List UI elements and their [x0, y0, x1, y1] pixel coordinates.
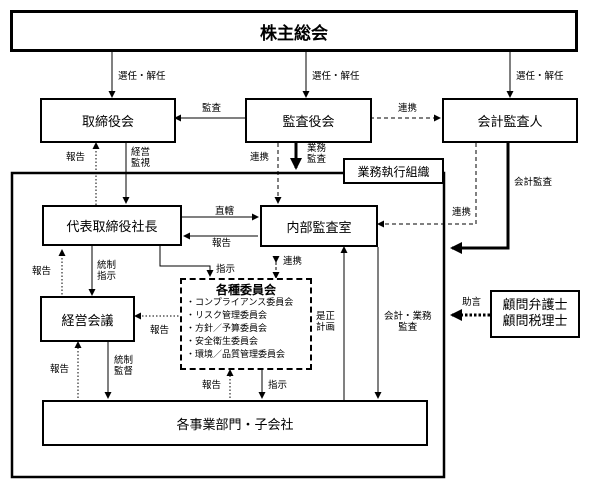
shareholders-meeting-label: 株主総会 — [260, 23, 328, 44]
management-meeting-label: 経営会議 — [61, 313, 114, 329]
acct-business-audit-label: 会計・業務 監査 — [384, 311, 432, 333]
committee-item: ・環境／品質管理委員会 — [186, 350, 286, 360]
accounting-auditor-label: 会計監査人 — [477, 115, 543, 130]
cooperation-label: 連携 — [452, 207, 472, 218]
execution-org-label: 業務執行組織 — [357, 164, 430, 179]
advisor-tax-label: 顧問税理士 — [502, 314, 568, 329]
cooperation-label: 連携 — [250, 152, 270, 163]
elect-label: 選任・解任 — [118, 71, 166, 82]
control-supervise-label: 統制 監督 — [114, 355, 133, 377]
divisions-box: 各事業部門・子会社 — [42, 400, 428, 446]
execution-org-tag: 業務執行組織 — [343, 158, 444, 184]
elect-label: 選任・解任 — [516, 71, 564, 82]
report-label: 報告 — [32, 266, 52, 277]
accounting-audit-label: 会計監査 — [514, 177, 553, 188]
control-instruct-label: 統制 指示 — [97, 260, 116, 282]
president-label: 代表取締役社長 — [66, 220, 158, 235]
control-instruct-line: 指示 — [97, 271, 117, 282]
shareholders-meeting-box: 株主総会 — [10, 10, 578, 52]
internal-audit-label: 内部監査室 — [286, 220, 352, 236]
committee-item: ・方針／予算委員会 — [186, 324, 268, 334]
committee-item: ・コンプライアンス委員会 — [186, 298, 294, 308]
divisions-label: 各事業部門・子会社 — [176, 417, 294, 433]
committees-title: 各種委員会 — [215, 283, 276, 297]
board-of-directors-label: 取締役会 — [81, 115, 134, 130]
control-supervise-line: 監督 — [114, 366, 134, 377]
business-audit-line: 監査 — [307, 154, 327, 165]
instruct-label: 指示 — [216, 264, 236, 275]
committees-box: 各種委員会 ・コンプライアンス委員会 ・リスク管理委員会 ・方針／予算委員会 ・… — [180, 278, 312, 370]
management-meeting-box: 経営会議 — [40, 296, 135, 342]
mgmt-oversight-line: 経営 — [131, 147, 151, 158]
audit-board-box: 監査役会 — [245, 98, 372, 143]
correction-plan-label: 是正 計画 — [316, 311, 335, 333]
internal-audit-box: 内部監査室 — [260, 205, 378, 247]
report-label: 報告 — [212, 238, 232, 249]
report-label: 報告 — [66, 152, 86, 163]
business-audit-label: 業務 監査 — [307, 143, 326, 165]
mgmt-oversight-line: 監視 — [131, 158, 151, 169]
correction-plan-line: 是正 — [316, 311, 336, 322]
cooperation-label: 連携 — [283, 256, 303, 267]
control-supervise-line: 統制 — [114, 355, 134, 366]
report-label: 報告 — [202, 380, 222, 391]
advisors-box: 顧問弁護士 顧問税理士 — [490, 290, 580, 338]
accounting-auditor-box: 会計監査人 — [442, 98, 578, 143]
report-label: 報告 — [50, 364, 70, 375]
advice-label: 助言 — [462, 297, 482, 308]
cooperation-label: 連携 — [398, 103, 418, 114]
business-audit-line: 業務 — [307, 143, 327, 154]
acct-business-audit-line: 会計・業務 — [384, 311, 432, 322]
board-of-directors-box: 取締役会 — [40, 98, 176, 143]
direct-label: 直轄 — [215, 206, 235, 217]
instruct-label: 指示 — [268, 380, 288, 391]
control-instruct-line: 統制 — [97, 260, 117, 271]
audit-board-label: 監査役会 — [282, 115, 335, 130]
report-label: 報告 — [150, 325, 170, 336]
committee-item: ・リスク管理委員会 — [186, 311, 268, 321]
audit-label: 監査 — [202, 103, 222, 114]
correction-plan-line: 計画 — [316, 322, 336, 333]
president-box: 代表取締役社長 — [42, 205, 182, 246]
elect-label: 選任・解任 — [312, 71, 360, 82]
acct-business-audit-line: 監査 — [398, 322, 418, 333]
advisor-lawyer-label: 顧問弁護士 — [502, 298, 568, 313]
committee-item: ・安全衛生委員会 — [186, 337, 259, 347]
mgmt-oversight-label: 経営 監視 — [131, 147, 150, 169]
